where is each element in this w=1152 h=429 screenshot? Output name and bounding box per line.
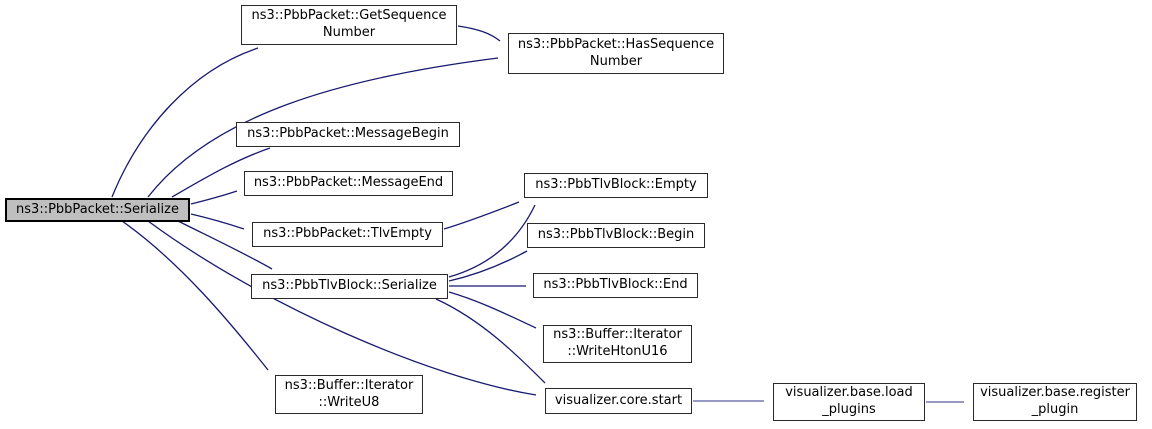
edge-serialize-to-messageend: [190, 190, 238, 205]
node-pbbtlvblock-empty[interactable]: ns3::PbbTlvBlock::Empty: [524, 173, 708, 198]
edge-tlvempty-to-tlvblockempty: [443, 201, 520, 230]
edge-getsequencenumber-to-hassequencenumber: [457, 25, 501, 42]
node-visualizer-core-start[interactable]: visualizer.core.start: [545, 388, 692, 414]
edge-serialize-to-getsequencenumber: [111, 47, 259, 198]
edge-tlvblockserialize-to-corestart: [435, 298, 546, 384]
edge-tlvblockserialize-to-tlvblockempty: [448, 204, 536, 278]
edge-serialize-to-tlvblockserialize: [177, 220, 273, 270]
node-pbbtlvblock-end[interactable]: ns3::PbbTlvBlock::End: [533, 273, 698, 298]
node-buffer-iterator-writeu8[interactable]: ns3::Buffer::Iterator ::WriteU8: [275, 375, 423, 414]
edge-tlvblockserialize-to-writehtonu16: [448, 291, 537, 329]
node-buffer-iterator-writehtonu16[interactable]: ns3::Buffer::Iterator ::WriteHtonU16: [543, 325, 692, 363]
edge-serialize-to-corestart: [147, 220, 537, 396]
node-pbbpacket-serialize: ns3::PbbPacket::Serialize: [5, 198, 190, 222]
edge-serialize-to-messagebegin: [171, 147, 271, 198]
node-pbbpacket-getsequencenumber[interactable]: ns3::PbbPacket::GetSequence Number: [241, 5, 457, 45]
edge-serialize-to-writeu8: [121, 220, 269, 371]
edge-tlvblockserialize-to-tlvblockbegin: [448, 250, 528, 282]
node-pbbpacket-messageend[interactable]: ns3::PbbPacket::MessageEnd: [244, 171, 453, 196]
node-pbbpacket-messagebegin[interactable]: ns3::PbbPacket::MessageBegin: [236, 122, 460, 147]
node-visualizer-base-loadplugins[interactable]: visualizer.base.load _plugins: [773, 383, 925, 421]
node-pbbtlvblock-begin[interactable]: ns3::PbbTlvBlock::Begin: [527, 223, 705, 248]
node-visualizer-base-registerplugin[interactable]: visualizer.base.register _plugin: [973, 383, 1137, 421]
node-pbbpacket-tlvempty[interactable]: ns3::PbbPacket::TlvEmpty: [252, 222, 443, 247]
node-pbbpacket-hassequencenumber[interactable]: ns3::PbbPacket::HasSequence Number: [508, 33, 724, 74]
edge-serialize-to-hassequencenumber: [147, 57, 499, 198]
edge-serialize-to-tlvempty: [190, 213, 245, 230]
node-pbbtlvblock-serialize[interactable]: ns3::PbbTlvBlock::Serialize: [251, 274, 448, 299]
